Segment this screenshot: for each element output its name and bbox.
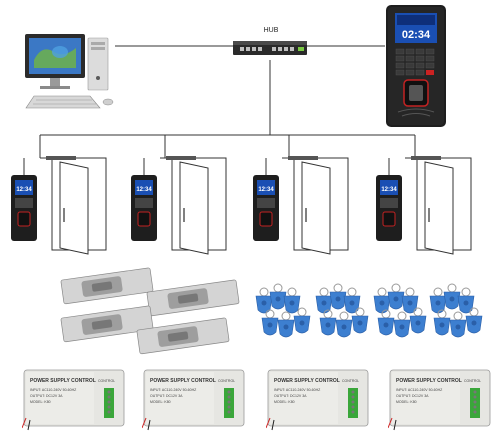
door-4-time: 12:34 — [381, 187, 397, 193]
psu-4-title: POWER SUPPLY CONTROL — [396, 378, 462, 384]
main-terminal-time: 02:34 — [402, 29, 431, 41]
door-station-4: 12:34 — [376, 156, 472, 255]
hub-label: HUB — [263, 27, 279, 34]
psu-1-title: POWER SUPPLY CONTROL — [30, 378, 96, 384]
door-station-1: 12:34 — [11, 156, 107, 255]
psu-4-output: OUTPUT: DC12V 3A — [396, 394, 429, 398]
door-station-2: 12:34 — [131, 156, 227, 255]
psu-3-output: OUTPUT: DC12V 3A — [274, 394, 307, 398]
power-supply-1: POWER SUPPLY CONTROL INPUT: AC110-240V 5… — [22, 369, 125, 431]
door-1-time: 12:34 — [16, 187, 32, 193]
door-2-time: 12:34 — [136, 187, 152, 193]
power-supply-2: POWER SUPPLY CONTROL INPUT: AC110-240V 5… — [142, 369, 245, 431]
power-supply-4: POWER SUPPLY CONTROL INPUT: AC110-240V 5… — [388, 369, 491, 431]
rfid-keyfobs — [255, 283, 483, 338]
psu-1-input: INPUT: AC110-240V 50-60HZ — [30, 388, 77, 392]
keyfob-cluster-1-icon — [255, 283, 311, 338]
psu-1-model: MODEL: K80 — [30, 400, 51, 404]
psu-3-side-label: CONTROL — [342, 379, 359, 383]
psu-3-title: POWER SUPPLY CONTROL — [274, 378, 340, 384]
psu-3-input: INPUT: AC110-240V 50-60HZ — [274, 388, 321, 392]
psu-4-side-label: CONTROL — [464, 379, 481, 383]
door-3-time: 12:34 — [258, 187, 274, 193]
computer-icon — [25, 34, 114, 109]
psu-2-side-label: CONTROL — [218, 379, 235, 383]
strike-lock-3-icon — [60, 305, 154, 343]
strike-lock-2-icon — [146, 279, 240, 317]
hub-icon — [233, 41, 307, 55]
psu-1-output: OUTPUT: DC12V 3A — [30, 394, 63, 398]
strike-lock-4-icon — [136, 317, 230, 355]
psu-2-input: INPUT: AC110-240V 50-60HZ — [150, 388, 197, 392]
psu-4-input: INPUT: AC110-240V 50-60HZ — [396, 388, 443, 392]
door-station-3: 12:34 — [253, 156, 349, 255]
electric-strike-locks — [60, 267, 240, 355]
psu-2-output: OUTPUT: DC12V 3A — [150, 394, 183, 398]
psu-1-side-label: CONTROL — [98, 379, 115, 383]
psu-4-model: MODEL: K80 — [396, 400, 417, 404]
keyfob-cluster-2-icon — [315, 283, 369, 338]
keyfob-cluster-4-icon — [429, 283, 483, 338]
keyfob-cluster-3-icon — [373, 283, 427, 338]
fingerprint-terminal-main: 02:34 — [386, 5, 446, 127]
power-supply-3: POWER SUPPLY CONTROL INPUT: AC110-240V 5… — [266, 369, 369, 431]
strike-lock-1-icon — [60, 267, 154, 305]
psu-3-model: MODEL: K80 — [274, 400, 295, 404]
psu-2-model: MODEL: K80 — [150, 400, 171, 404]
psu-2-title: POWER SUPPLY CONTROL — [150, 378, 216, 384]
